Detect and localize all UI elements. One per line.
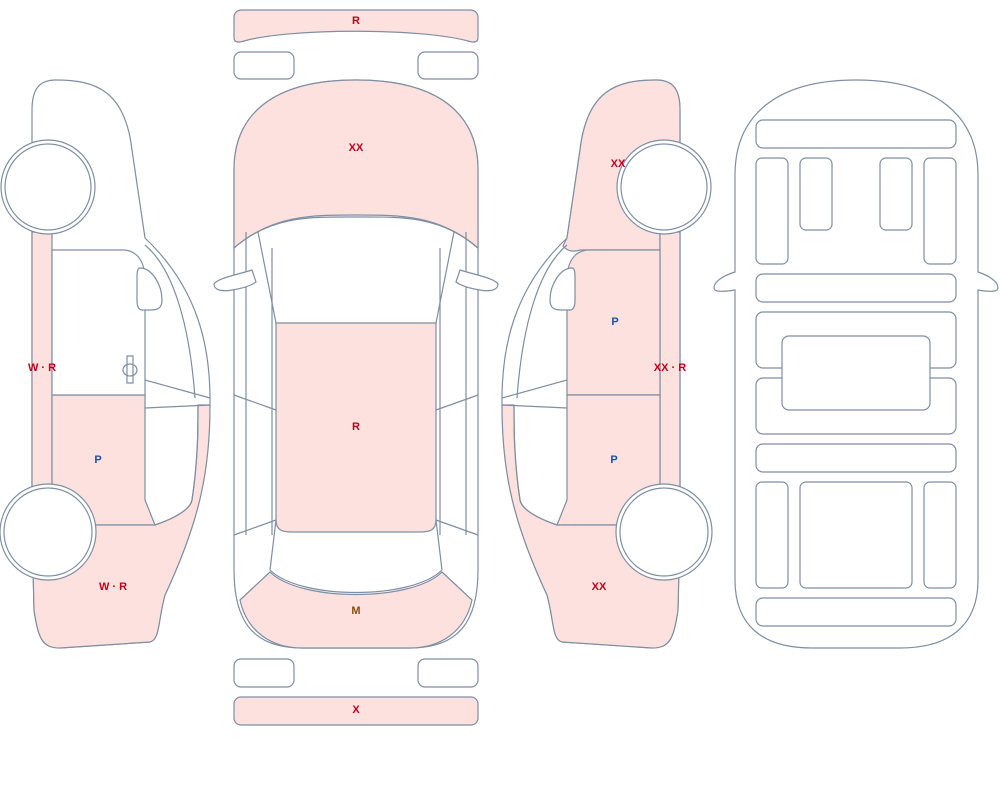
top-door-lines	[233, 232, 479, 536]
left-door-handle-ring	[122, 363, 138, 377]
hood	[233, 79, 479, 250]
left-rear-door-trim	[755, 481, 789, 589]
left-front-door-trim	[755, 157, 789, 265]
right-front-wheel	[620, 143, 708, 231]
top-view: R XX R M X	[213, 9, 499, 726]
roof-label: R	[352, 421, 360, 433]
center-console	[781, 335, 931, 411]
right-rear-wheel	[619, 487, 709, 577]
left-side-view: W · R P W · R	[0, 79, 211, 649]
right-rear-door-label: P	[610, 454, 617, 466]
passenger-seat	[879, 157, 913, 231]
interior-view	[713, 79, 999, 649]
driver-seat	[799, 157, 833, 231]
rear-floor-panel	[755, 443, 957, 473]
top-right-mirror	[455, 269, 499, 292]
left-front-wheel	[4, 143, 92, 231]
cargo-area	[799, 481, 913, 589]
right-rear-quarter-label: XX	[592, 581, 607, 593]
front-floor-panel	[755, 273, 957, 303]
left-rear-wheel	[3, 487, 93, 577]
right-rocker-label: XX · R	[654, 362, 686, 374]
right-taillight	[417, 658, 479, 688]
front-bumper-label: R	[352, 15, 360, 27]
right-headlight	[417, 51, 479, 80]
hood-label: XX	[349, 142, 364, 154]
left-taillight	[233, 658, 295, 688]
right-side-mirror	[549, 267, 576, 311]
trunk	[239, 571, 473, 649]
left-rocker-label: W · R	[28, 362, 56, 374]
windshield	[233, 216, 479, 324]
roof	[275, 322, 437, 533]
right-rear-door-trim	[923, 481, 957, 589]
rear-shelf	[755, 597, 957, 627]
dashboard	[755, 119, 957, 149]
right-front-door-label: P	[611, 316, 618, 328]
top-left-mirror	[213, 269, 257, 292]
left-front-door	[51, 249, 146, 396]
right-front-door-trim	[923, 157, 957, 265]
front-bumper	[233, 9, 479, 43]
rear-bumper	[233, 696, 479, 726]
left-windows	[144, 244, 211, 526]
right-side-view: XX P XX · R P XX	[501, 79, 713, 649]
trunk-label: M	[351, 605, 360, 617]
left-side-mirror	[136, 267, 163, 311]
rear-window	[269, 519, 443, 594]
right-front-fender-label: XX	[611, 158, 626, 170]
left-rear-quarter-label: W · R	[99, 581, 127, 593]
left-headlight	[233, 51, 295, 80]
left-door-handle	[126, 355, 134, 384]
right-windows	[501, 244, 568, 526]
left-rear-door-label: P	[94, 454, 101, 466]
rear-bumper-label: X	[352, 704, 360, 716]
